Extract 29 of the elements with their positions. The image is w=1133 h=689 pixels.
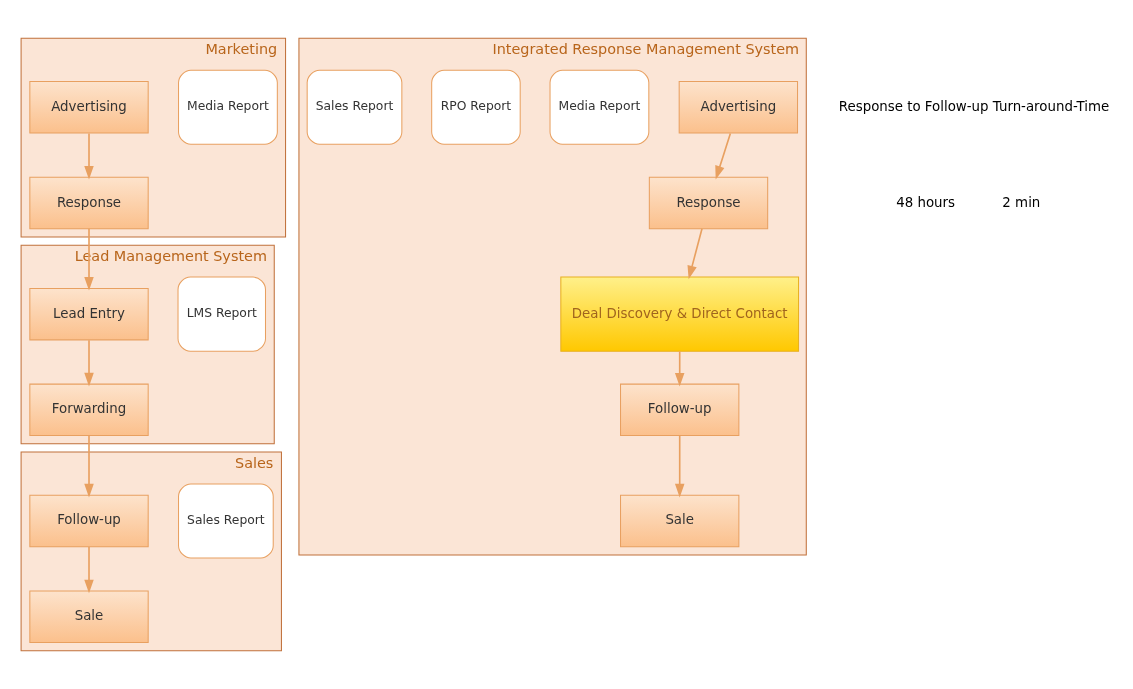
arrow <box>84 339 94 387</box>
arrow <box>674 350 685 387</box>
node-box: Sale <box>620 494 740 548</box>
node-box: Forwarding <box>29 383 149 437</box>
node-box: Sales Report <box>178 483 274 559</box>
node-box: Response <box>29 176 149 230</box>
node-box: Response <box>648 176 769 230</box>
node-box: Lead Entry <box>29 287 149 341</box>
node-box: Sales Report <box>306 69 403 145</box>
label: 48 hours <box>896 194 956 210</box>
arrow <box>84 227 94 291</box>
node-box: Media Report <box>549 69 650 145</box>
node-box: Media Report <box>178 69 278 145</box>
node-box: Deal Discovery & Direct Contact <box>560 276 800 352</box>
node-box: Follow-up <box>29 494 149 548</box>
node-box: Advertising <box>29 81 149 134</box>
label: 2 min <box>1002 194 1041 210</box>
node-box: Advertising <box>678 81 799 134</box>
node-box: Follow-up <box>620 383 740 437</box>
node-box: RPO Report <box>431 69 521 145</box>
node-box: Sale <box>29 590 149 643</box>
arrow <box>84 434 94 498</box>
arrow <box>84 132 94 180</box>
arrow <box>687 227 703 280</box>
arrow <box>84 546 94 594</box>
node-box: LMS Report <box>177 276 266 352</box>
label: Response to Follow-up Turn-around-Time <box>838 98 1110 114</box>
arrow <box>715 132 732 180</box>
arrow <box>674 434 685 498</box>
